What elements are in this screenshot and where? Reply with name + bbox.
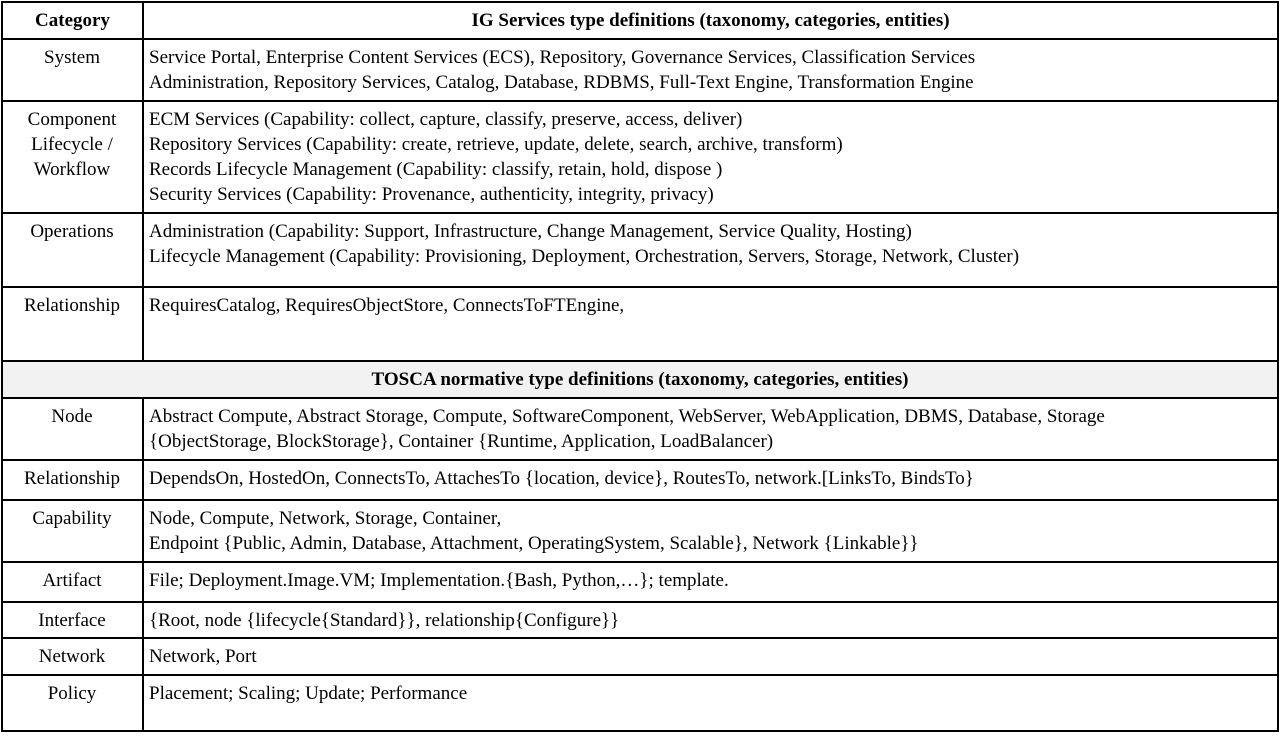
category-cell: Policy [1,674,144,732]
definition-line: DependsOn, HostedOn, ConnectsTo, Attache… [149,468,974,489]
tosca-section-title: TOSCA normative type definitions (taxono… [1,360,1279,399]
category-label: Interface [38,610,106,631]
category-column-header: Category [1,1,144,40]
category-cell: Interface [1,601,144,639]
section-header-row: TOSCA normative type definitions (taxono… [1,360,1279,399]
category-label: Relationship [23,468,121,489]
table-row: System Service Portal, Enterprise Conten… [1,38,1279,102]
definition-line: Lifecycle Management (Capability: Provis… [149,246,1020,267]
category-label: Policy [47,683,97,704]
category-label: System [44,47,100,68]
definition-line: {ObjectStorage, BlockStorage}, Container… [149,431,774,452]
category-cell: System [1,38,144,102]
table-row: Relationship DependsOn, HostedOn, Connec… [1,459,1279,501]
definition-cell: {Root, node {lifecycle{Standard}}, relat… [142,601,1279,639]
table-row: Interface {Root, node {lifecycle{Standar… [1,601,1279,639]
definition-cell: Placement; Scaling; Update; Performance [142,674,1279,732]
definition-cell: ECM Services (Capability: collect, captu… [142,100,1279,214]
category-label: Capability [32,508,112,529]
category-cell: Capability [1,499,144,563]
category-cell: Relationship [1,286,144,362]
definition-cell: Abstract Compute, Abstract Storage, Comp… [142,397,1279,461]
definition-cell: Node, Compute, Network, Storage, Contain… [142,499,1279,563]
category-label: Network [38,646,106,667]
category-label: Operations [30,221,114,242]
table-row: Artifact File; Deployment.Image.VM; Impl… [1,561,1279,603]
definition-line: Administration, Repository Services, Cat… [149,72,974,93]
definition-line: {Root, node {lifecycle{Standard}}, relat… [149,610,620,631]
definition-line: Security Services (Capability: Provenanc… [149,184,714,205]
table-row: Node Abstract Compute, Abstract Storage,… [1,397,1279,461]
category-cell: Relationship [1,459,144,501]
definition-line: Service Portal, Enterprise Content Servi… [149,47,976,68]
definition-line: Endpoint {Public, Admin, Database, Attac… [149,533,919,554]
definition-cell: Administration (Capability: Support, Inf… [142,212,1279,288]
ig-section-title: IG Services type definitions (taxonomy, … [142,1,1279,40]
category-cell: Operations [1,212,144,288]
definition-cell: RequiresCatalog, RequiresObjectStore, Co… [142,286,1279,362]
category-label: Relationship [23,295,121,316]
table-row: Operations Administration (Capability: S… [1,212,1279,288]
category-label: Node [51,406,93,427]
table-row: Component Lifecycle / Workflow ECM Servi… [1,100,1279,214]
table-row: Relationship RequiresCatalog, RequiresOb… [1,286,1279,362]
definition-cell: File; Deployment.Image.VM; Implementatio… [142,561,1279,603]
header-row: Category IG Services type definitions (t… [1,1,1279,40]
category-label: Workflow [33,159,111,180]
definition-line: Placement; Scaling; Update; Performance [149,683,468,704]
category-cell: Network [1,637,144,676]
definition-cell: Service Portal, Enterprise Content Servi… [142,38,1279,102]
definition-cell: DependsOn, HostedOn, ConnectsTo, Attache… [142,459,1279,501]
definition-cell: Network, Port [142,637,1279,676]
table-row: Policy Placement; Scaling; Update; Perfo… [1,674,1279,732]
category-label: Lifecycle / [31,134,113,155]
definition-line: File; Deployment.Image.VM; Implementatio… [149,570,729,591]
category-label: Artifact [42,570,102,591]
definition-line: Node, Compute, Network, Storage, Contain… [149,508,502,529]
category-label: Component [27,109,117,130]
definition-line: Network, Port [149,646,257,667]
table-row: Network Network, Port [1,637,1279,676]
definition-line: Abstract Compute, Abstract Storage, Comp… [149,406,1105,427]
definition-line: ECM Services (Capability: collect, captu… [149,109,743,130]
category-cell: Component Lifecycle / Workflow [1,100,144,214]
category-cell: Node [1,397,144,461]
definition-line: Repository Services (Capability: create,… [149,134,843,155]
definition-line: RequiresCatalog, RequiresObjectStore, Co… [149,295,625,316]
category-cell: Artifact [1,561,144,603]
table-row: Capability Node, Compute, Network, Stora… [1,499,1279,563]
definition-line: Records Lifecycle Management (Capability… [149,159,723,180]
definition-line: Administration (Capability: Support, Inf… [149,221,912,242]
